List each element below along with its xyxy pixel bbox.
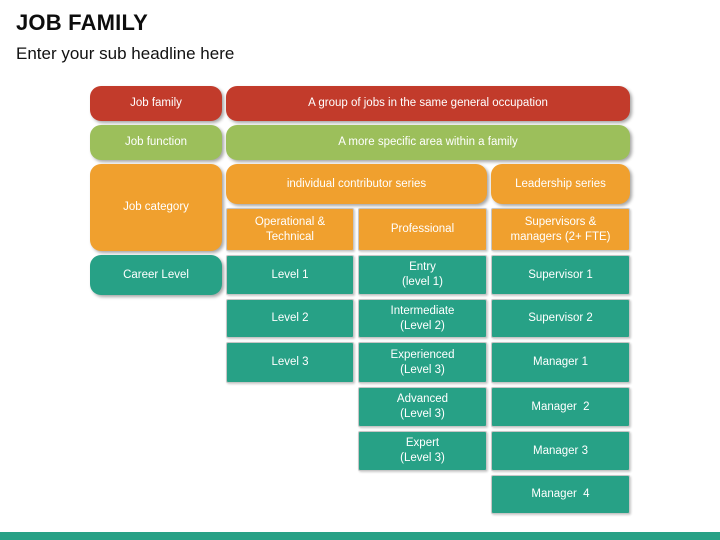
individual-contributor-series-header: individual contributor series	[226, 164, 487, 204]
bottom-accent-bar	[0, 532, 720, 540]
level-cell: Manager 3	[491, 431, 630, 471]
level-cell: Manager 1	[491, 342, 630, 383]
level-cell: Level 3	[226, 342, 354, 383]
level-cell: Expert (Level 3)	[358, 431, 487, 471]
level-cell: Entry (level 1)	[358, 255, 487, 295]
career-level-label: Career Level	[90, 255, 222, 295]
job-function-description: A more specific area within a family	[226, 125, 630, 160]
leadership-series-header: Leadership series	[491, 164, 630, 204]
job-family-description: A group of jobs in the same general occu…	[226, 86, 630, 121]
column-operational-technical: Operational & Technical	[226, 208, 354, 251]
job-family-label: Job family	[90, 86, 222, 121]
level-cell: Level 1	[226, 255, 354, 295]
column-professional: Professional	[358, 208, 487, 251]
level-cell: Supervisor 1	[491, 255, 630, 295]
level-cell: Supervisor 2	[491, 299, 630, 338]
level-cell: Manager 4	[491, 475, 630, 514]
job-family-matrix: Job family A group of jobs in the same g…	[90, 86, 630, 514]
job-function-label: Job function	[90, 125, 222, 160]
job-category-label: Job category	[90, 164, 222, 251]
page-subtitle: Enter your sub headline here	[16, 44, 235, 63]
column-supervisors-managers: Supervisors & managers (2+ FTE)	[491, 208, 630, 251]
level-cell: Level 2	[226, 299, 354, 338]
page-title: JOB FAMILY	[16, 10, 148, 35]
level-cell: Manager 2	[491, 387, 630, 427]
level-cell: Advanced (Level 3)	[358, 387, 487, 427]
level-cell: Experienced (Level 3)	[358, 342, 487, 383]
level-cell: Intermediate (Level 2)	[358, 299, 487, 338]
